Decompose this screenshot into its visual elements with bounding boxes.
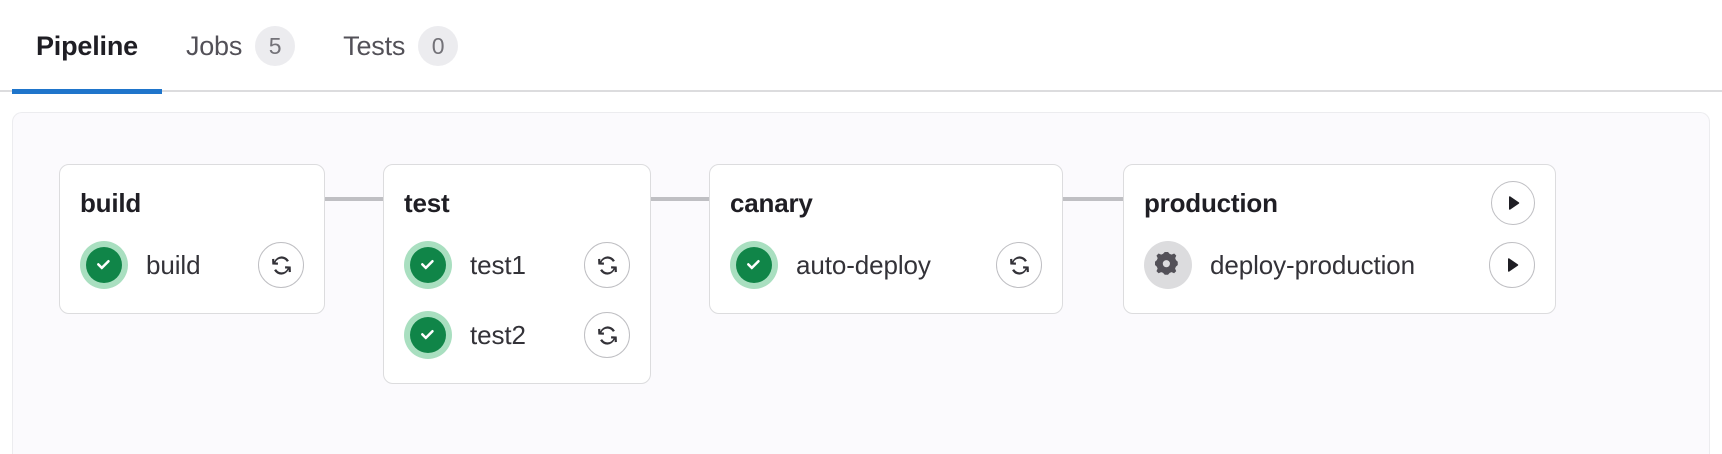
job-row[interactable]: auto-deploy (730, 239, 1042, 291)
play-icon (1503, 193, 1523, 213)
tab-tests[interactable]: Tests 0 (319, 0, 482, 92)
status-disc (1150, 247, 1186, 283)
stage-play-all-button[interactable] (1491, 181, 1535, 225)
pipeline-stage-production: production deploy-production (1123, 164, 1556, 314)
job-row[interactable]: test1 (404, 239, 630, 291)
stage-header: production (1144, 181, 1535, 225)
stage-header: test (404, 185, 630, 221)
job-name: deploy-production (1210, 249, 1415, 280)
stage-connector-line (325, 197, 383, 201)
job-name: build (146, 249, 201, 280)
tab-label: Pipeline (36, 30, 138, 61)
stage-title: build (80, 187, 142, 218)
retry-icon (594, 322, 621, 349)
tab-count-badge: 0 (418, 26, 459, 66)
tab-pipeline[interactable]: Pipeline (12, 0, 162, 94)
status-disc (86, 247, 122, 283)
stage-title: test (404, 187, 450, 218)
retry-job-button[interactable] (258, 242, 304, 288)
job-row[interactable]: test2 (404, 309, 630, 361)
pipeline-stage-test: test test1 test2 (383, 164, 651, 384)
stage-header: build (80, 185, 304, 221)
tab-jobs[interactable]: Jobs 5 (162, 0, 319, 92)
stage-job-list: build (80, 239, 304, 291)
check-circle-icon[interactable] (80, 241, 128, 289)
stage-job-list: auto-deploy (730, 239, 1042, 291)
job-row[interactable]: build (80, 239, 304, 291)
pipeline-stage-canary: canary auto-deploy (709, 164, 1063, 314)
stage-connector-line (1063, 197, 1123, 201)
retry-icon (594, 252, 621, 279)
job-row[interactable]: deploy-production (1144, 239, 1535, 291)
retry-icon (1006, 252, 1033, 279)
stage-header: canary (730, 185, 1042, 221)
check-circle-icon[interactable] (730, 241, 778, 289)
tab-count-badge: 5 (255, 26, 296, 66)
stage-title: production (1144, 187, 1278, 218)
tab-bar: Pipeline Jobs 5 Tests 0 (0, 0, 1722, 94)
play-icon (1502, 255, 1522, 275)
stage-title: canary (730, 187, 813, 218)
check-circle-icon[interactable] (404, 241, 452, 289)
tab-label: Tests (343, 30, 406, 61)
tab-label: Jobs (185, 30, 243, 61)
job-name: test1 (470, 249, 526, 280)
status-disc (736, 247, 772, 283)
retry-icon (268, 252, 295, 279)
check-circle-icon[interactable] (404, 311, 452, 359)
retry-job-button[interactable] (996, 242, 1042, 288)
play-job-button[interactable] (1489, 242, 1535, 288)
gear-icon[interactable] (1144, 241, 1192, 289)
status-disc (410, 317, 446, 353)
retry-job-button[interactable] (584, 312, 630, 358)
stage-connector-line (651, 197, 709, 201)
retry-job-button[interactable] (584, 242, 630, 288)
job-name: auto-deploy (796, 249, 931, 280)
stage-job-list: deploy-production (1144, 239, 1535, 291)
status-disc (410, 247, 446, 283)
stage-job-list: test1 test2 (404, 239, 630, 361)
job-name: test2 (470, 319, 526, 350)
